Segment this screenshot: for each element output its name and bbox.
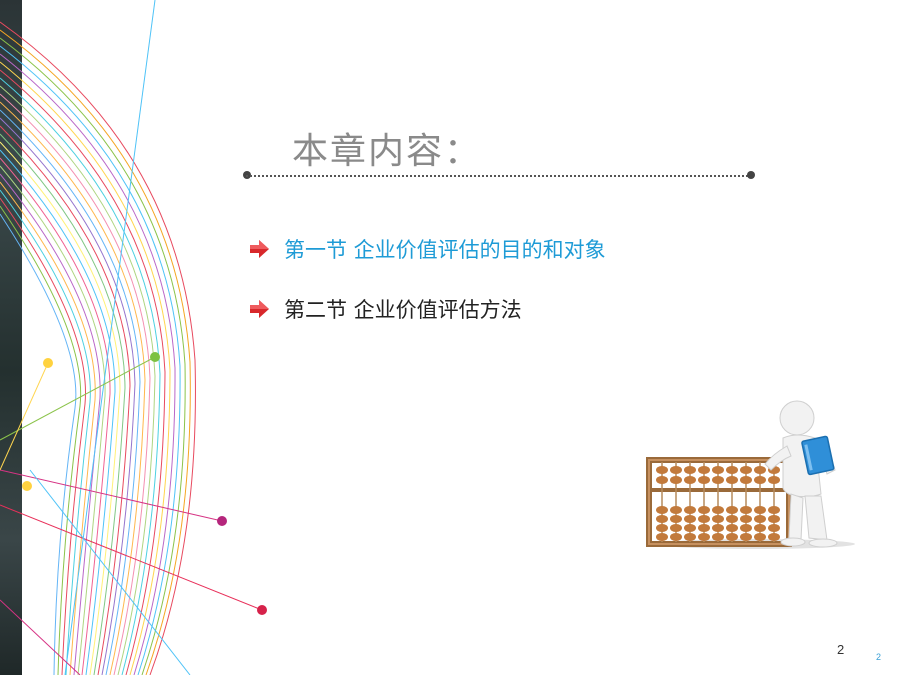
divider-right-dot bbox=[747, 171, 755, 179]
page-number-small: 2 bbox=[876, 652, 882, 662]
title-divider bbox=[246, 175, 752, 179]
contents-item-section-2[interactable]: 第二节 企业价值评估方法 bbox=[250, 294, 522, 324]
section-2-label: 第二节 企业价值评估方法 bbox=[284, 298, 522, 322]
decorative-curves bbox=[0, 0, 267, 675]
section-1-label: 第一节 企业价值评估的目的和对象 bbox=[284, 238, 606, 262]
page-number: 2 bbox=[837, 642, 845, 657]
contents-item-section-1[interactable]: 第一节 企业价值评估的目的和对象 bbox=[250, 234, 606, 264]
red-arrow-icon bbox=[250, 240, 269, 258]
slide-title: 本章内容： bbox=[292, 131, 483, 172]
abacus-figure-icon bbox=[646, 400, 855, 549]
red-arrow-icon bbox=[250, 300, 269, 318]
